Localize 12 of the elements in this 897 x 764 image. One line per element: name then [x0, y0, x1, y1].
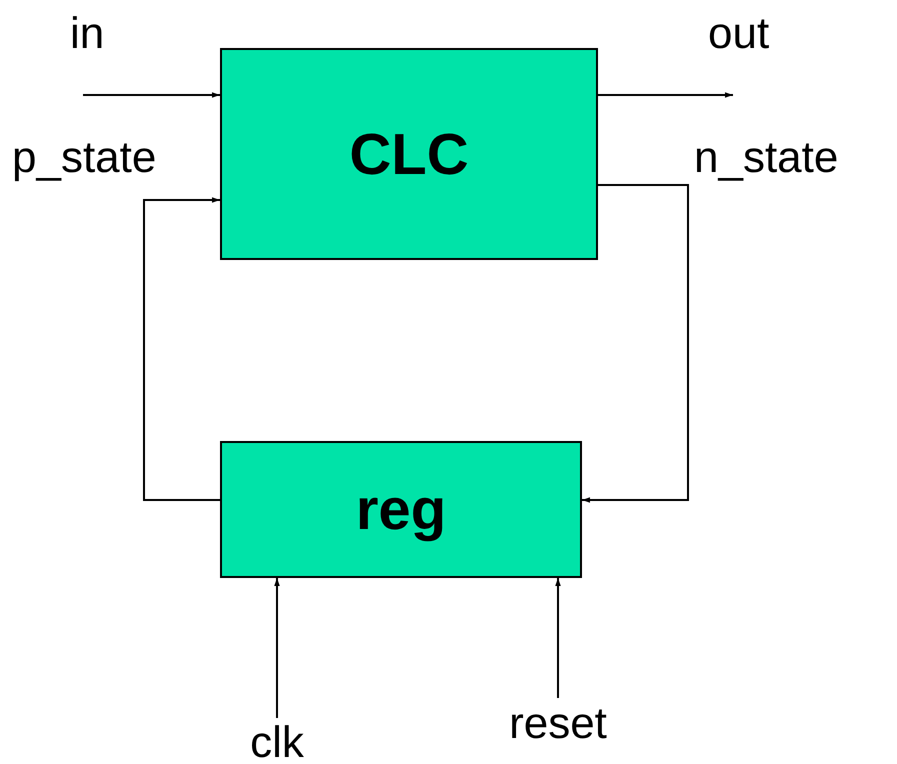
block-name: reg [356, 476, 446, 543]
block-box [220, 441, 582, 578]
signal-name: clk [250, 718, 304, 764]
arrow [598, 92, 733, 98]
block-box [220, 48, 598, 260]
arrow [555, 578, 561, 698]
block-name: CLC [349, 120, 469, 188]
signal-name: reset [509, 699, 607, 749]
arrow [582, 184, 689, 503]
arrow [83, 92, 220, 98]
arrow [274, 578, 280, 718]
arrow [143, 197, 220, 501]
